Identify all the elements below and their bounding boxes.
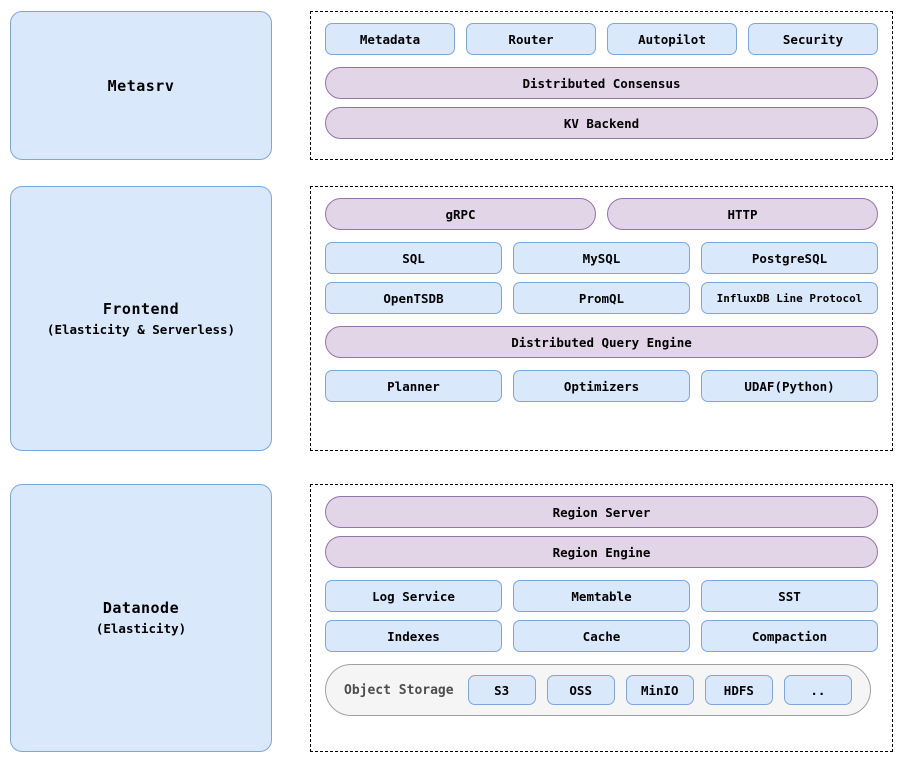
box-region-server[interactable]: Region Server — [325, 496, 878, 528]
metasrv-row-kv: KV Backend — [325, 107, 878, 139]
box-more[interactable]: .. — [783, 675, 852, 705]
group-datanode: Region Server Region Engine Log Service … — [310, 484, 893, 752]
datanode-row-storage-parts-2: Indexes Cache Compaction — [325, 620, 878, 652]
box-grpc[interactable]: gRPC — [325, 198, 596, 230]
frontend-row-dialects-2: OpenTSDB PromQL InfluxDB Line Protocol — [325, 282, 878, 314]
box-region-engine[interactable]: Region Engine — [325, 536, 878, 568]
box-sst[interactable]: SST — [701, 580, 878, 612]
box-optimizers[interactable]: Optimizers — [513, 370, 690, 402]
group-frontend: gRPC HTTP SQL MySQL PostgreSQL OpenTSDB … — [310, 186, 893, 451]
box-hdfs[interactable]: HDFS — [704, 675, 773, 705]
box-cache[interactable]: Cache — [513, 620, 690, 652]
box-metadata[interactable]: Metadata — [325, 23, 455, 55]
datanode-row-storage-parts-1: Log Service Memtable SST — [325, 580, 878, 612]
box-sql[interactable]: SQL — [325, 242, 502, 274]
frontend-row-dialects-1: SQL MySQL PostgreSQL — [325, 242, 878, 274]
box-kv-backend[interactable]: KV Backend — [325, 107, 878, 139]
panel-metasrv-title: Metasrv — [107, 76, 175, 95]
box-postgresql[interactable]: PostgreSQL — [701, 242, 878, 274]
object-storage-container: Object Storage S3 OSS MinIO HDFS .. — [325, 664, 871, 716]
panel-metasrv: Metasrv — [10, 11, 272, 160]
frontend-row-protocols: gRPC HTTP — [325, 198, 878, 230]
box-oss[interactable]: OSS — [546, 675, 615, 705]
group-metasrv: Metadata Router Autopilot Security Distr… — [310, 11, 893, 160]
object-storage-items: S3 OSS MinIO HDFS .. — [467, 675, 852, 705]
panel-frontend-title: Frontend — [102, 299, 180, 318]
box-indexes[interactable]: Indexes — [325, 620, 502, 652]
box-autopilot[interactable]: Autopilot — [607, 23, 737, 55]
datanode-row-region-engine: Region Engine — [325, 536, 878, 568]
box-compaction[interactable]: Compaction — [701, 620, 878, 652]
box-distributed-query-engine[interactable]: Distributed Query Engine — [325, 326, 878, 358]
box-minio[interactable]: MinIO — [625, 675, 694, 705]
box-s3[interactable]: S3 — [467, 675, 536, 705]
panel-datanode: Datanode (Elasticity) — [10, 484, 272, 752]
box-log-service[interactable]: Log Service — [325, 580, 502, 612]
box-http[interactable]: HTTP — [607, 198, 878, 230]
box-planner[interactable]: Planner — [325, 370, 502, 402]
panel-datanode-title: Datanode — [102, 599, 180, 617]
frontend-row-engine-parts: Planner Optimizers UDAF(Python) — [325, 370, 878, 402]
box-distributed-consensus[interactable]: Distributed Consensus — [325, 67, 878, 99]
panel-frontend-subtitle: (Elasticity & Serverless) — [46, 321, 236, 337]
datanode-row-region-server: Region Server — [325, 496, 878, 528]
box-udaf-python[interactable]: UDAF(Python) — [701, 370, 878, 402]
box-security[interactable]: Security — [748, 23, 878, 55]
box-mysql[interactable]: MySQL — [513, 242, 690, 274]
metasrv-row-consensus: Distributed Consensus — [325, 67, 878, 99]
frontend-row-query-engine: Distributed Query Engine — [325, 326, 878, 358]
object-storage-label: Object Storage — [344, 682, 454, 698]
box-memtable[interactable]: Memtable — [513, 580, 690, 612]
metasrv-row-services: Metadata Router Autopilot Security — [325, 23, 878, 55]
box-opentsdb[interactable]: OpenTSDB — [325, 282, 502, 314]
box-promql[interactable]: PromQL — [513, 282, 690, 314]
box-influxdb-line-protocol[interactable]: InfluxDB Line Protocol — [701, 282, 878, 314]
panel-frontend: Frontend (Elasticity & Serverless) — [10, 186, 272, 451]
box-router[interactable]: Router — [466, 23, 596, 55]
panel-datanode-subtitle: (Elasticity) — [95, 621, 187, 636]
